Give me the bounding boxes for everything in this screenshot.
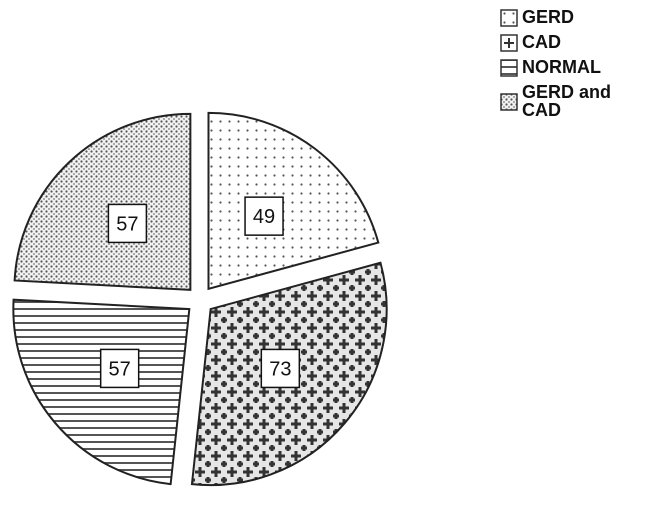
legend-item-cad: CAD <box>500 33 650 52</box>
legend-swatch-horizontal-lines <box>500 59 518 77</box>
pie-slice-gerd <box>207 111 380 291</box>
data-label-box <box>99 348 140 389</box>
legend-label: GERD and CAD <box>522 82 612 120</box>
data-label: 57 <box>109 358 131 380</box>
legend-swatch-dense-dots <box>500 93 518 111</box>
legend-label: GERD <box>522 7 575 27</box>
legend: GERD CAD NORMAL GERD and CAD <box>500 8 650 125</box>
data-label-box <box>260 348 301 389</box>
legend-item-normal: NORMAL <box>500 58 650 77</box>
legend-item-gerd-and-cad: GERD and CAD <box>500 83 650 119</box>
pie-slice-normal <box>12 298 191 486</box>
legend-swatch-sparse-dots <box>500 9 518 27</box>
legend-label: CAD <box>522 32 561 52</box>
legend-item-gerd: GERD <box>500 8 650 27</box>
data-label: 57 <box>116 213 138 235</box>
legend-swatch-crosses <box>500 34 518 52</box>
data-label-box <box>107 203 148 244</box>
data-label-box <box>244 196 284 236</box>
legend-label: NORMAL <box>522 57 601 77</box>
pie-slice-gerd-and-cad <box>13 112 192 291</box>
data-label: 73 <box>269 358 291 380</box>
data-label: 49 <box>253 206 275 228</box>
